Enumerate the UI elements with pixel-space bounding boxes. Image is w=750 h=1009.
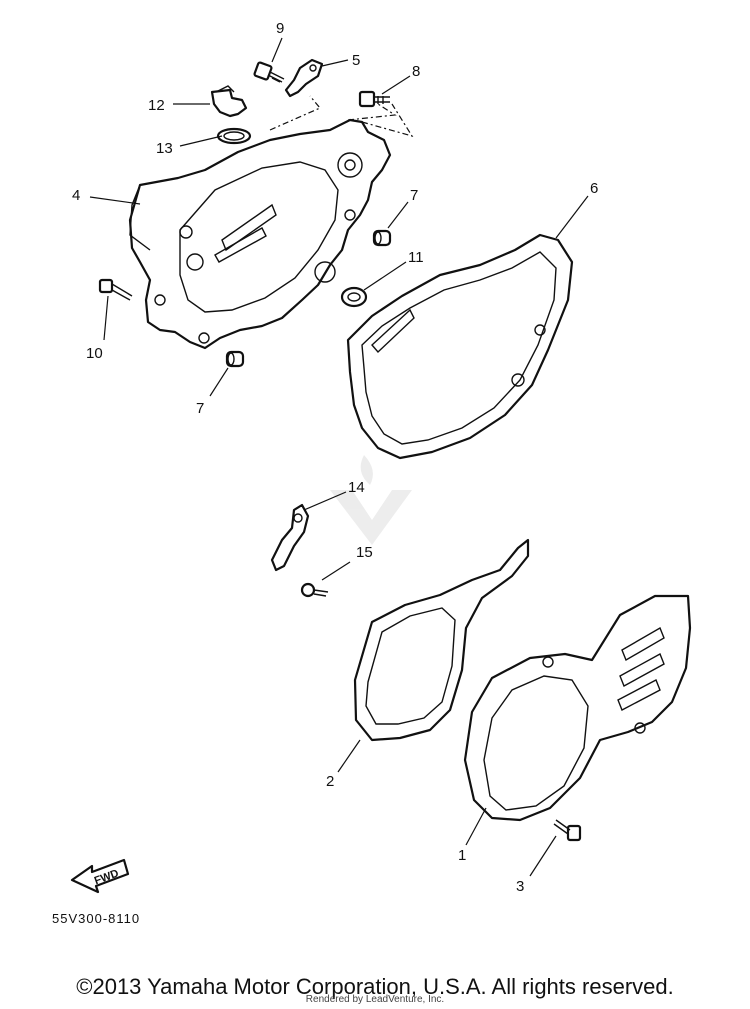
oil-seal-part xyxy=(340,286,368,308)
callout-7: 7 xyxy=(410,187,418,204)
crankcase-cover-part xyxy=(128,118,392,350)
callout-2: 2 xyxy=(326,773,334,790)
bolt-part xyxy=(553,819,582,842)
callout-1: 1 xyxy=(458,847,466,864)
callout-12: 12 xyxy=(148,97,165,114)
gasket-part xyxy=(346,233,574,460)
bolt-part xyxy=(253,61,285,83)
crankcase-cover-part xyxy=(463,594,692,822)
callout-3: 3 xyxy=(516,878,524,895)
gasket-part xyxy=(353,538,530,742)
o-ring-part xyxy=(216,127,252,145)
watermark-mark xyxy=(330,455,412,545)
callout-8: 8 xyxy=(412,63,420,80)
callout-9: 9 xyxy=(276,20,284,37)
leader-lines xyxy=(89,37,589,877)
callout-15: 15 xyxy=(356,544,373,561)
alignment-line xyxy=(361,103,414,137)
callout-11: 11 xyxy=(408,249,424,266)
filler-plug-part xyxy=(210,85,248,118)
alignment-line xyxy=(347,103,397,121)
screw-part xyxy=(300,582,329,598)
callout-13: 13 xyxy=(156,140,173,157)
forward-arrow-icon: FWD xyxy=(70,858,130,894)
dowel-pin-part xyxy=(225,350,245,368)
rendered-by-credit: Rendered by LeadVenture, Inc. xyxy=(305,994,445,1005)
dowel-pin-part xyxy=(372,229,392,247)
callout-numbers: 1 2 3 4 5 6 7 7 8 9 10 11 12 13 14 15 xyxy=(72,20,598,895)
diagram-code: 55V300-8110 xyxy=(52,911,141,926)
callout-6: 6 xyxy=(590,180,598,197)
bolt-part xyxy=(358,90,390,108)
callout-5: 5 xyxy=(352,52,360,69)
bolt-part xyxy=(98,278,133,301)
callout-10: 10 xyxy=(86,345,103,362)
alignment-line xyxy=(269,95,321,131)
clamp-part xyxy=(270,503,310,572)
callout-4: 4 xyxy=(72,187,80,204)
copyright-notice: ©2013 Yamaha Motor Corporation, U.S.A. A… xyxy=(76,974,674,999)
callout-14: 14 xyxy=(348,479,365,496)
callout-7: 7 xyxy=(196,400,204,417)
bracket-part xyxy=(284,58,324,98)
